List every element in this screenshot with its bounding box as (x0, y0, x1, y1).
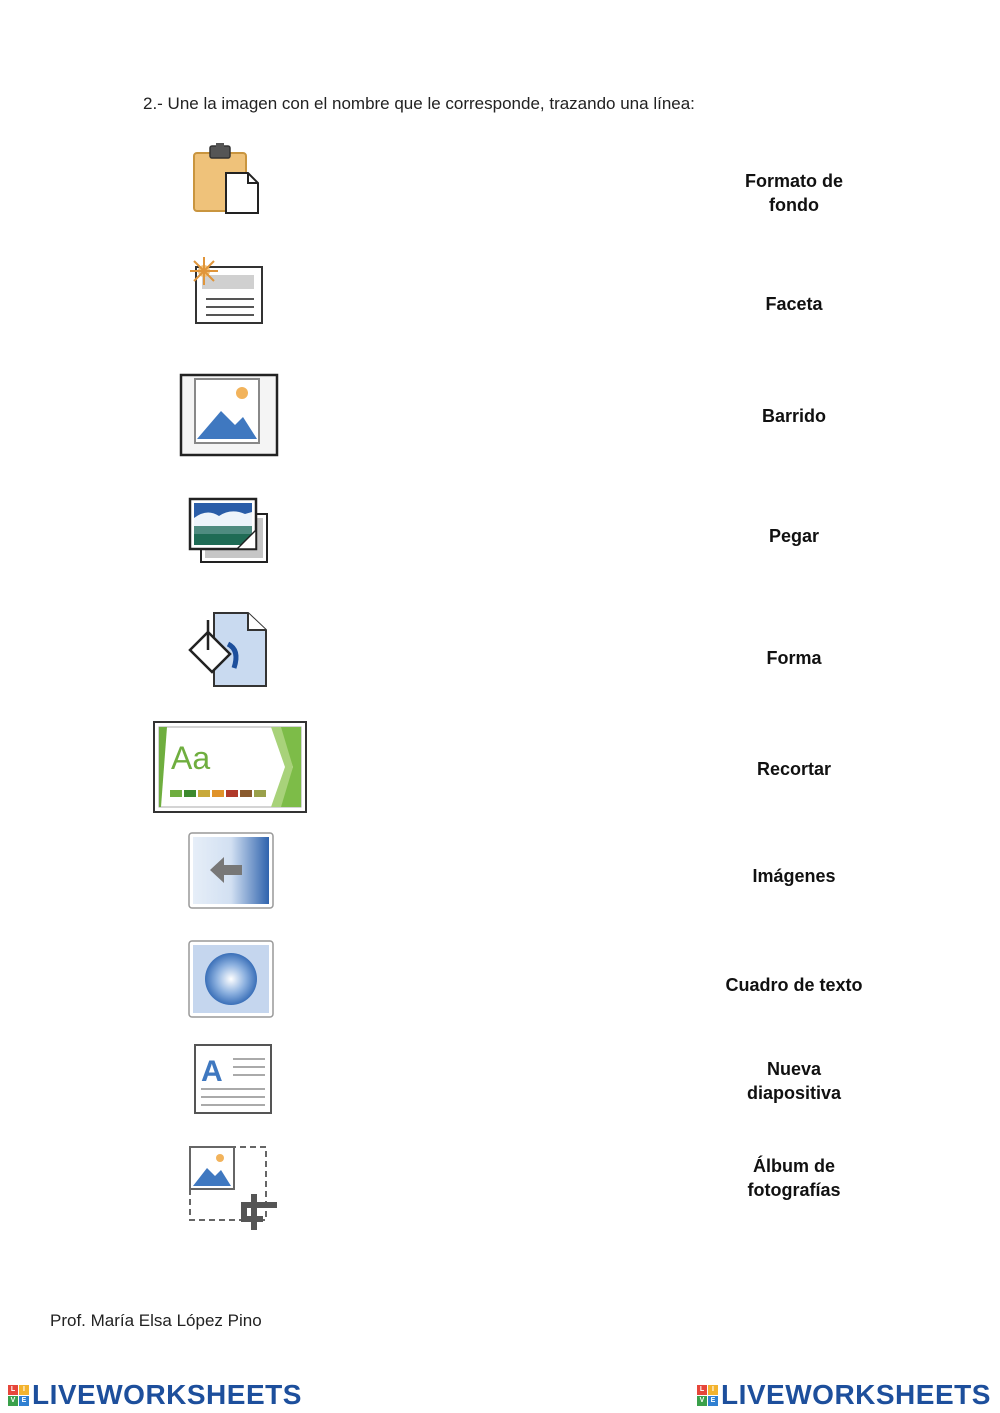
new-slide-icon (188, 255, 268, 327)
label-cuadro-de-texto: Cuadro de texto (725, 975, 863, 995)
author-credit: Prof. María Elsa López Pino (50, 1311, 262, 1330)
instruction-text: 2.- Une la imagen con el nombre que le c… (143, 94, 695, 113)
label-pegar: Pegar (768, 526, 820, 546)
brand-name: LIVEWORKSHEETS (32, 1379, 302, 1410)
label-album-de-fotografias: Álbum de fotografías (747, 1156, 841, 1200)
svg-text:Aa: Aa (171, 740, 210, 776)
text-box-icon: A (193, 1043, 275, 1117)
paste-icon (190, 143, 264, 217)
svg-text:A: A (201, 1055, 223, 1088)
photo-album-icon (187, 496, 271, 568)
label-forma: Forma (766, 648, 822, 668)
label-formato-de-fondo: Formato de fondo (744, 171, 843, 215)
images-icon (179, 373, 281, 459)
label-faceta: Faceta (765, 294, 823, 314)
label-imagenes: Imágenes (752, 866, 836, 886)
wipe-transition-icon (188, 832, 276, 910)
brand-name: LIVEWORKSHEETS (721, 1379, 991, 1410)
crop-icon (187, 1144, 279, 1232)
facet-theme-icon: Aa (153, 721, 307, 813)
label-nueva-diapositiva: Nueva diapositiva (746, 1059, 842, 1103)
label-recortar: Recortar (756, 759, 832, 779)
format-background-icon (186, 610, 270, 690)
shape-transition-icon (188, 940, 276, 1020)
label-barrido: Barrido (761, 406, 826, 426)
